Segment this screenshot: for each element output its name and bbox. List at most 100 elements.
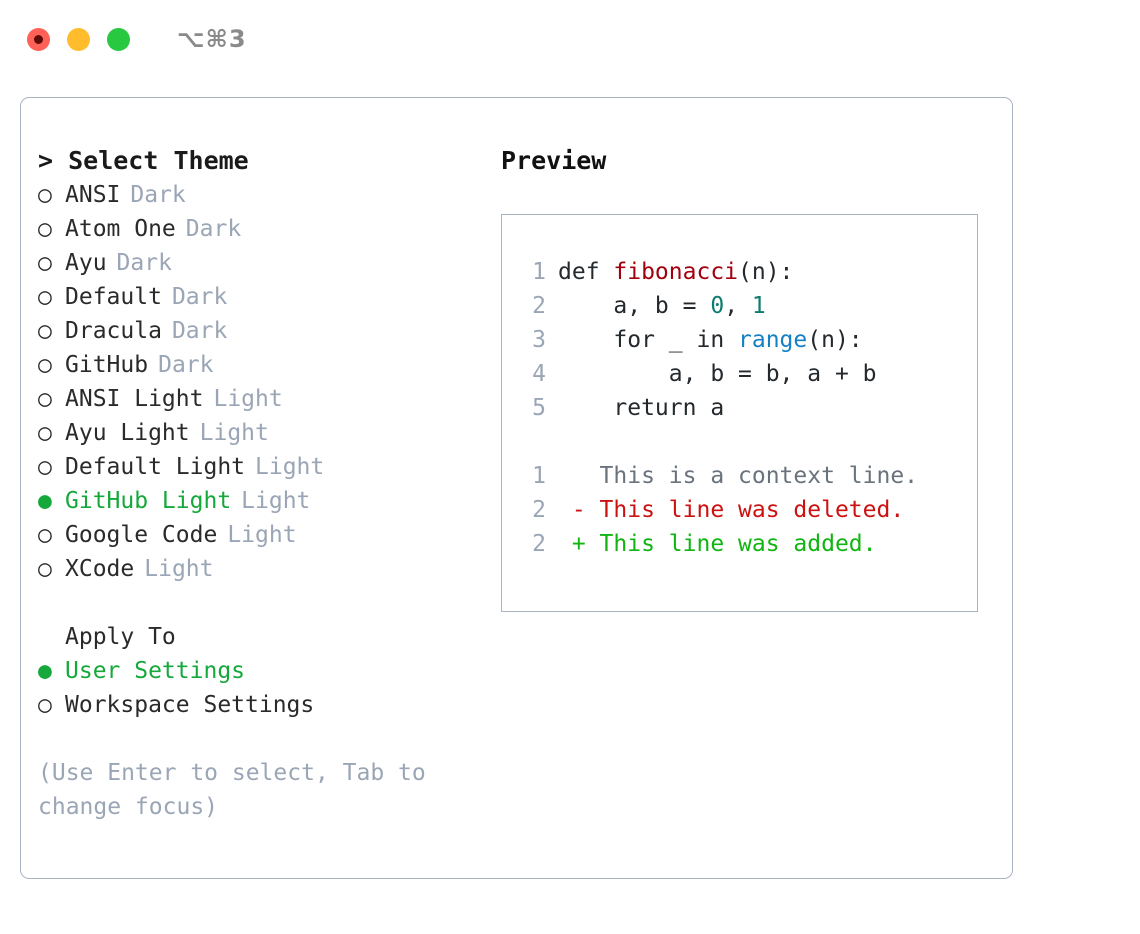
code-line: 1 def fibonacci(n): [520, 255, 977, 289]
apply-to-heading: Apply To [65, 624, 176, 650]
keyboard-hint-text: (Use Enter to select, Tab to change focu… [38, 760, 426, 820]
diff-text-context: This is a context line. [558, 463, 919, 489]
code-token-plain: return a [613, 395, 725, 421]
code-indent [558, 293, 613, 319]
theme-variant: Light [241, 488, 311, 514]
radio-selected-icon: ● [38, 488, 52, 514]
code-indent [558, 395, 613, 421]
theme-list-item[interactable]: ○ ANSI Light Light [38, 382, 483, 416]
minimize-button[interactable] [67, 27, 90, 51]
code-token-plain: for _ in [613, 327, 739, 353]
preview-title: Preview [501, 146, 607, 175]
code-line: 4 a, b = b, a + b [520, 357, 977, 391]
code-line: 2 a, b = 0, 1 [520, 289, 977, 323]
diff-line: 2 + This line was added. [520, 527, 977, 561]
code-token-plain: def [558, 259, 614, 285]
apply-to-item[interactable]: ○ Workspace Settings [38, 688, 483, 722]
theme-list-item[interactable]: ○ Ayu Dark [38, 246, 483, 280]
radio-unselected-icon: ○ [38, 386, 52, 412]
window-controls [27, 27, 130, 51]
code-token-plain: (n): [807, 327, 863, 353]
theme-list-item[interactable]: ○ Atom One Dark [38, 212, 483, 246]
line-number: 1 [532, 259, 546, 285]
close-button[interactable] [27, 27, 50, 51]
code-indent [558, 361, 669, 387]
theme-name: ANSI [65, 182, 121, 208]
theme-variant: Light [227, 522, 297, 548]
apply-to-label: Workspace Settings [65, 692, 315, 718]
diff-text-deleted: - This line was deleted. [558, 497, 905, 523]
theme-name: Ayu [65, 250, 107, 276]
code-token-num: 1 [751, 293, 766, 319]
theme-list-item[interactable]: ○ Default Dark [38, 280, 483, 314]
radio-unselected-icon: ○ [38, 182, 52, 208]
line-number: 2 [532, 531, 546, 557]
code-token-num: 0 [710, 293, 725, 319]
line-number: 4 [532, 361, 546, 387]
theme-variant: Light [144, 556, 214, 582]
theme-variant: Dark [116, 250, 172, 276]
theme-variant: Dark [185, 216, 242, 242]
apply-to-label: User Settings [65, 658, 246, 684]
theme-name: ANSI Light [65, 386, 204, 412]
diff-line: 2 - This line was deleted. [520, 493, 977, 527]
radio-unselected-icon: ○ [38, 250, 52, 276]
code-token-plain: (n): [738, 259, 794, 285]
maximize-button[interactable] [107, 27, 130, 51]
radio-unselected-icon: ○ [38, 284, 52, 310]
code-token-plain: a, b = [613, 293, 711, 319]
code-token-plain: a, b = b, a + b [668, 361, 877, 387]
line-number: 1 [532, 463, 546, 489]
theme-name: Google Code [65, 522, 218, 548]
apply-to-list[interactable]: ● User Settings ○ Workspace Settings [38, 654, 483, 722]
radio-unselected-icon: ○ [38, 352, 52, 378]
diff-sample: 1 This is a context line.2 - This line w… [520, 459, 977, 561]
theme-variant: Dark [158, 352, 214, 378]
code-token-fn: fibonacci [613, 259, 739, 285]
radio-unselected-icon: ○ [38, 216, 52, 242]
line-number: 2 [532, 497, 546, 523]
select-theme-heading: > Select Theme [38, 146, 249, 175]
theme-name: Atom One [65, 216, 176, 242]
theme-name: Ayu Light [65, 420, 190, 446]
diff-line: 1 This is a context line. [520, 459, 977, 493]
theme-list-item[interactable]: ○ Google Code Light [38, 518, 483, 552]
line-number: 3 [532, 327, 546, 353]
theme-variant: Dark [171, 318, 228, 344]
apply-to-item[interactable]: ● User Settings [38, 654, 483, 688]
theme-list-item[interactable]: ○ XCode Light [38, 552, 483, 586]
code-line: 3 for _ in range(n): [520, 323, 977, 357]
theme-name: Default Light [65, 454, 246, 480]
line-number: 5 [532, 395, 546, 421]
theme-name: Default [65, 284, 162, 310]
theme-variant: Light [255, 454, 325, 480]
theme-list-item[interactable]: ○ Dracula Dark [38, 314, 483, 348]
theme-name: Dracula [65, 318, 162, 344]
code-indent [558, 327, 613, 353]
radio-unselected-icon: ○ [38, 318, 52, 344]
theme-name: XCode [65, 556, 135, 582]
radio-selected-icon: ● [38, 658, 52, 684]
radio-unselected-icon: ○ [38, 556, 52, 582]
keyboard-shortcut-label: ⌥⌘3 [177, 25, 247, 53]
theme-variant: Light [213, 386, 283, 412]
title-bar: ⌥⌘3 [0, 0, 1140, 78]
theme-list-item[interactable]: ○ ANSI Dark [38, 178, 483, 212]
line-number: 2 [532, 293, 546, 319]
theme-variant: Dark [171, 284, 228, 310]
radio-unselected-icon: ○ [38, 522, 52, 548]
radio-unselected-icon: ○ [38, 692, 52, 718]
theme-variant: Dark [130, 182, 186, 208]
code-line: 5 return a [520, 391, 977, 425]
